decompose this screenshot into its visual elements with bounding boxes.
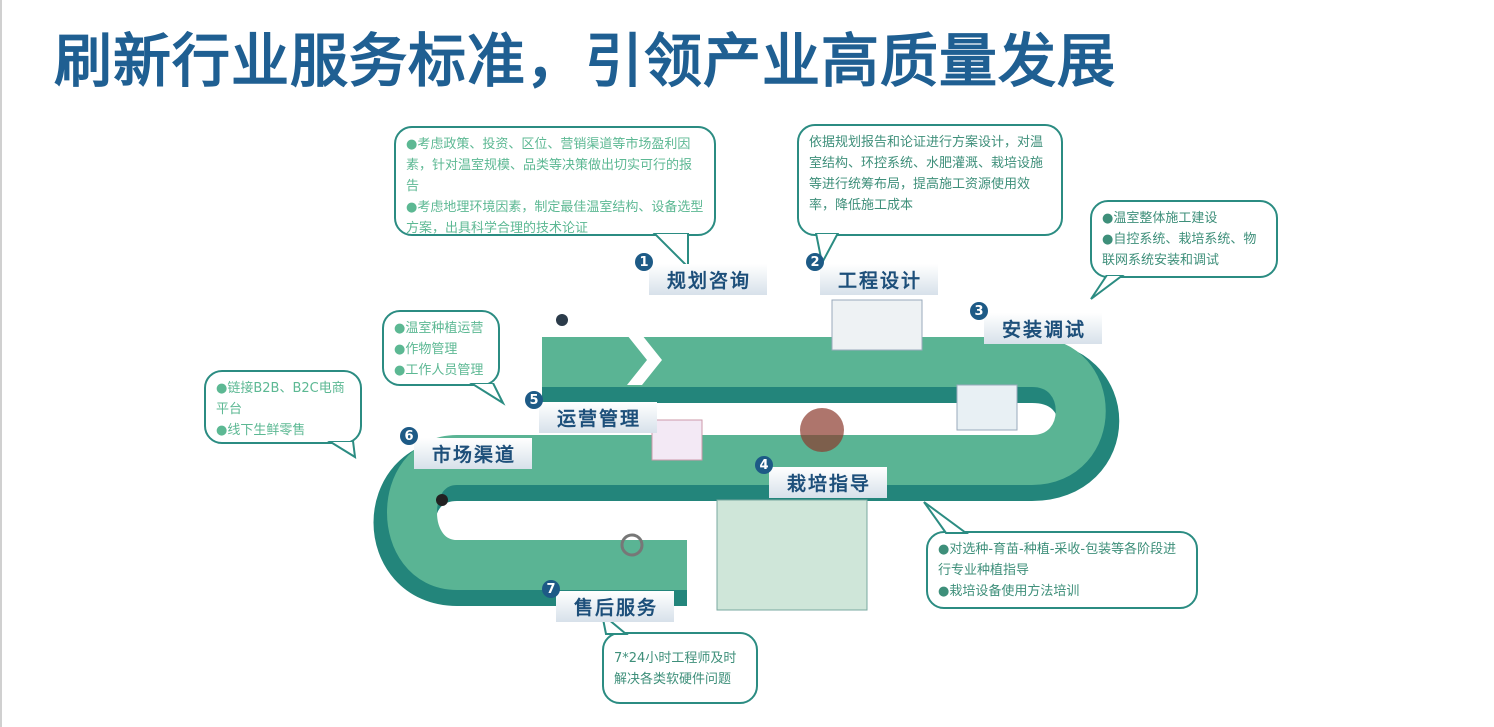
cultivation-bubble: ●对选种-育苗-种植-采收-包装等各阶段进行专业种植指导 ●栽培设备使用方法培训 — [926, 531, 1198, 609]
computer-icon — [651, 419, 703, 461]
step-label: 工程设计 — [820, 263, 939, 295]
step-number: 4 — [755, 456, 773, 474]
install-point-2: ●自控系统、栽培系统、物联网系统安装和调试 — [1102, 232, 1257, 268]
step-label: 栽培指导 — [769, 466, 888, 498]
cultivation-point-2: ●栽培设备使用方法培训 — [938, 584, 1080, 599]
design-text: 依据规划报告和论证进行方案设计，对温室结构、环控系统、水肥灌溉、栽培设施等进行统… — [809, 135, 1044, 213]
market-bubble: ●链接B2B、B2C电商平台 ●线下生鲜零售 — [204, 370, 362, 444]
plants-icon — [800, 408, 844, 452]
blueprint-icon — [831, 299, 923, 351]
page-title: 刷新行业服务标准，引领产业高质量发展 — [54, 27, 1117, 95]
people-handshake-icon — [556, 314, 568, 326]
step-number: 2 — [806, 253, 824, 271]
step-number: 7 — [542, 580, 560, 598]
aftersales-bubble: 7*24小时工程师及时解决各类软硬件问题 — [602, 632, 758, 704]
bubble-tail — [1090, 275, 1125, 300]
operation-point-2: ●作物管理 — [394, 342, 458, 357]
step-label: 安装调试 — [984, 312, 1103, 344]
step-number: 1 — [635, 253, 653, 271]
businessmen-icon — [436, 494, 448, 506]
market-point-2: ●线下生鲜零售 — [216, 423, 306, 438]
step-number: 3 — [970, 302, 988, 320]
step-number: 6 — [400, 427, 418, 445]
market-point-1: ●链接B2B、B2C电商平台 — [216, 381, 345, 417]
planning-bubble: ●考虑政策、投资、区位、营销渠道等市场盈利因素，针对温室规模、品类等决策做出切实… — [394, 126, 716, 236]
bubble-tail — [469, 383, 506, 406]
step-number: 5 — [525, 391, 543, 409]
operation-point-1: ●温室种植运营 — [394, 321, 484, 336]
install-bubble: ●温室整体施工建设 ●自控系统、栽培系统、物联网系统安装和调试 — [1090, 200, 1278, 278]
bubble-tail — [327, 441, 357, 459]
step-label: 运营管理 — [539, 401, 658, 433]
planning-point-1: ●考虑政策、投资、区位、营销渠道等市场盈利因素，针对温室规模、品类等决策做出切实… — [406, 137, 693, 194]
cultivation-point-1: ●对选种-育苗-种植-采收-包装等各阶段进行专业种植指导 — [938, 542, 1177, 578]
step-label: 售后服务 — [556, 590, 675, 622]
road-surface — [387, 337, 1106, 590]
greenhouse-install-icon — [956, 384, 1018, 431]
step-label: 市场渠道 — [414, 437, 533, 469]
aftersales-text: 7*24小时工程师及时解决各类软硬件问题 — [614, 651, 737, 687]
operation-point-3: ●工作人员管理 — [394, 363, 484, 378]
design-bubble: 依据规划报告和论证进行方案设计，对温室结构、环控系统、水肥灌溉、栽培设施等进行统… — [797, 124, 1063, 236]
step-label: 规划咨询 — [649, 263, 768, 295]
chevron-icon — [627, 335, 662, 385]
install-point-1: ●温室整体施工建设 — [1102, 211, 1218, 226]
bubble-tail — [923, 501, 970, 534]
greenhouse-icon — [716, 499, 868, 611]
bubble-tail — [652, 233, 689, 270]
gear-icon — [620, 533, 644, 557]
operation-bubble: ●温室种植运营 ●作物管理 ●工作人员管理 — [382, 310, 500, 386]
planning-point-2: ●考虑地理环境因素，制定最佳温室结构、设备选型方案，出具科学合理的技术论证 — [406, 200, 704, 236]
